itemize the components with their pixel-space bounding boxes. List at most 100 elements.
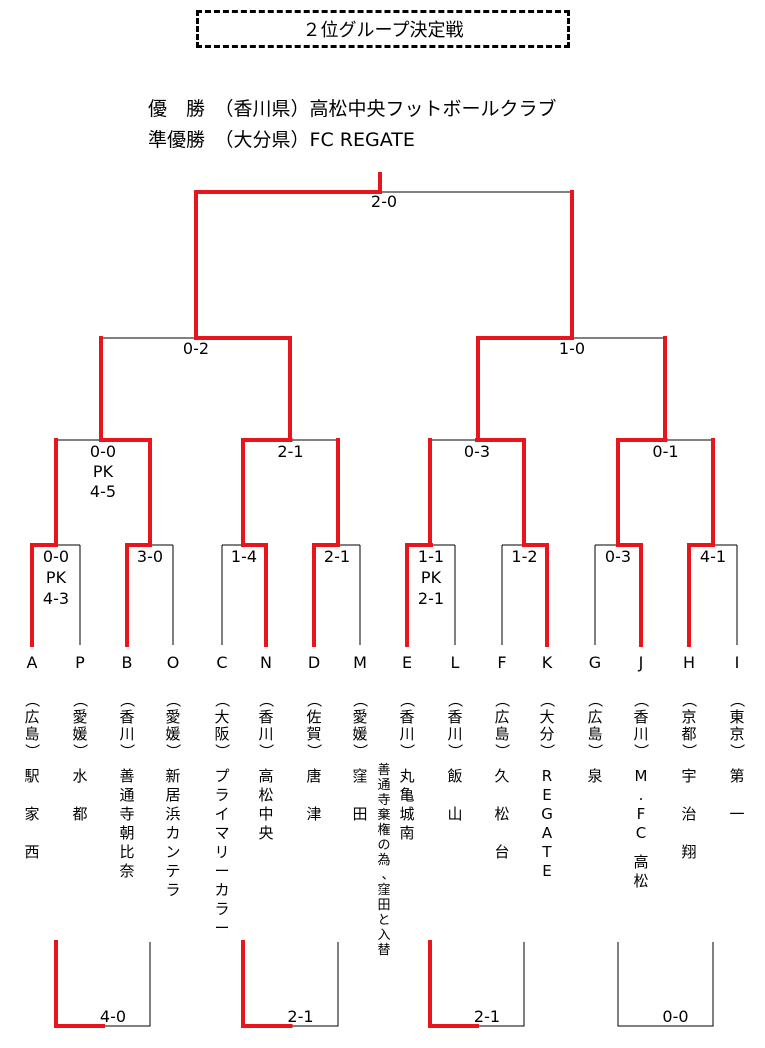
note-char: 寺	[377, 793, 390, 808]
team-pref-char-L-3: ）	[446, 743, 464, 758]
team-name-char-O-1: 居	[165, 786, 180, 804]
team-name-char-M-1: 田	[352, 805, 367, 823]
team-pref-char-J-3: ）	[632, 743, 650, 758]
team-pref-char-N-0: （	[257, 692, 275, 707]
team-pref-char-F-1: 広	[494, 708, 509, 726]
team-pref-char-B-2: 川	[119, 725, 134, 743]
team-pref-char-O-3: ）	[164, 743, 182, 758]
first-round-winner-path-1	[30, 543, 58, 647]
team-name-char-D-0: 唐	[306, 767, 321, 785]
team-name-char-O-0: 新	[165, 767, 180, 785]
team-letter-B: B	[122, 653, 133, 672]
team-name-char-C-7: ラ	[214, 900, 229, 918]
team-name-char-M-0: 窪	[352, 767, 367, 785]
team-pref-char-K-3: ）	[538, 743, 556, 758]
team-letter-I: I	[735, 653, 740, 672]
placement-score-2: 2-1	[287, 1007, 313, 1026]
team-pref-char-H-2: 都	[681, 725, 696, 743]
team-name-char-O-3: カ	[165, 824, 180, 842]
team-name-char-H-1: 治	[681, 805, 696, 823]
team-pref-char-K-1: 大	[539, 708, 554, 726]
champion-team: 高松中央フットボールクラブ	[309, 98, 557, 120]
team-name-char-I-0: 第	[729, 767, 744, 785]
team-name-char-K-0: R	[542, 767, 552, 785]
runner-up-pref: （大分県）	[224, 129, 310, 151]
team-name-char-H-2: 翔	[681, 843, 696, 861]
champion-pref: （香川県）	[224, 98, 310, 120]
team-letter-G: G	[589, 653, 601, 672]
note-char: 権	[377, 822, 390, 838]
note-char: 替	[377, 943, 390, 958]
runner-up-line: 準優勝 （大分県）FC REGATE	[148, 125, 415, 152]
team-pref-char-H-1: 京	[681, 708, 696, 726]
team-letter-K: K	[542, 653, 553, 672]
team-letter-P: P	[75, 653, 85, 672]
team-name-char-N-2: 中	[258, 805, 273, 823]
team-name-char-K-3: A	[542, 824, 553, 842]
team-pref-char-N-2: 川	[258, 725, 273, 743]
team-pref-char-F-0: （	[493, 692, 511, 707]
quarter-score-2: 2-1	[277, 442, 303, 461]
team-pref-char-O-1: 愛	[165, 708, 180, 726]
note-char: 、	[381, 868, 394, 883]
team-pref-char-B-1: 香	[119, 708, 134, 726]
team-pref-char-P-0: （	[71, 692, 89, 707]
page-title: ２位グループ決定戦	[302, 20, 464, 41]
team-pref-char-N-3: ）	[257, 743, 275, 758]
team-pref-char-I-3: ）	[728, 743, 746, 758]
team-name-char-O-5: テ	[165, 862, 180, 880]
team-pref-char-I-0: （	[728, 692, 746, 707]
first-round-winner-path-6	[522, 543, 549, 647]
team-name-char-E-2: 城	[399, 805, 414, 823]
placement-winner-path-2	[241, 940, 293, 1028]
semi-left-winner-path	[194, 336, 292, 442]
placement-score-4: 0-0	[662, 1007, 688, 1026]
team-name-char-F-0: 久	[494, 767, 509, 785]
team-letter-C: C	[216, 653, 227, 672]
final-score: 2-0	[371, 192, 397, 211]
note-char: 為	[377, 852, 390, 868]
team-pref-char-E-1: 香	[399, 708, 414, 726]
team-pref-char-G-1: 広	[587, 708, 602, 726]
quarter-pk-score-1: 4-5	[90, 482, 116, 501]
team-name-char-O-6: ラ	[165, 881, 180, 899]
team-pref-char-P-1: 愛	[72, 708, 87, 726]
first-round-winner-path-2	[125, 543, 152, 647]
first-round-pk-label-5: PK	[421, 568, 442, 587]
team-letter-N: N	[260, 653, 272, 672]
team-pref-char-C-2: 阪	[214, 725, 229, 743]
team-name-char-I-1: 一	[729, 805, 744, 823]
team-pref-char-D-1: 佐	[306, 708, 321, 726]
team-name-char-J-6: 松	[633, 872, 648, 890]
quarter-score-1: 0-0	[90, 442, 116, 461]
first-round-pk-score-5: 2-1	[418, 589, 444, 608]
team-name-char-H-0: 宇	[681, 767, 696, 785]
team-pref-char-B-3: ）	[118, 743, 136, 758]
first-round-score-6: 1-2	[511, 547, 537, 566]
note-char: 通	[377, 778, 390, 793]
note-char: の	[377, 838, 390, 853]
team-letter-L: L	[451, 653, 460, 672]
first-round-score-8: 4-1	[700, 547, 726, 566]
team-pref-char-O-2: 媛	[165, 725, 180, 743]
team-name-char-C-8: ー	[214, 919, 229, 937]
team-pref-char-K-2: 分	[539, 725, 554, 743]
team-pref-char-M-1: 愛	[352, 708, 367, 726]
winner-path-lines	[30, 172, 715, 1028]
semi-score-right: 1-0	[559, 339, 585, 358]
team-pref-char-P-2: 媛	[72, 725, 87, 743]
team-name-char-L-1: 山	[447, 805, 462, 823]
team-name-char-C-1: ラ	[214, 786, 229, 804]
team-letter-E: E	[402, 653, 412, 672]
first-round-score-1: 0-0	[43, 547, 69, 566]
team-pref-char-C-3: ）	[213, 743, 231, 758]
placement-score-1: 4-0	[100, 1007, 126, 1026]
team-pref-char-H-0: （	[680, 692, 698, 707]
team-name-char-K-4: T	[541, 843, 552, 861]
team-letter-A: A	[27, 653, 38, 672]
team-pref-char-O-0: （	[164, 692, 182, 707]
first-round-score-5: 1-1	[418, 547, 444, 566]
team-name-char-K-5: E	[542, 862, 551, 880]
team-pref-char-A-0: （	[23, 692, 41, 707]
team-pref-char-E-3: ）	[398, 743, 416, 758]
